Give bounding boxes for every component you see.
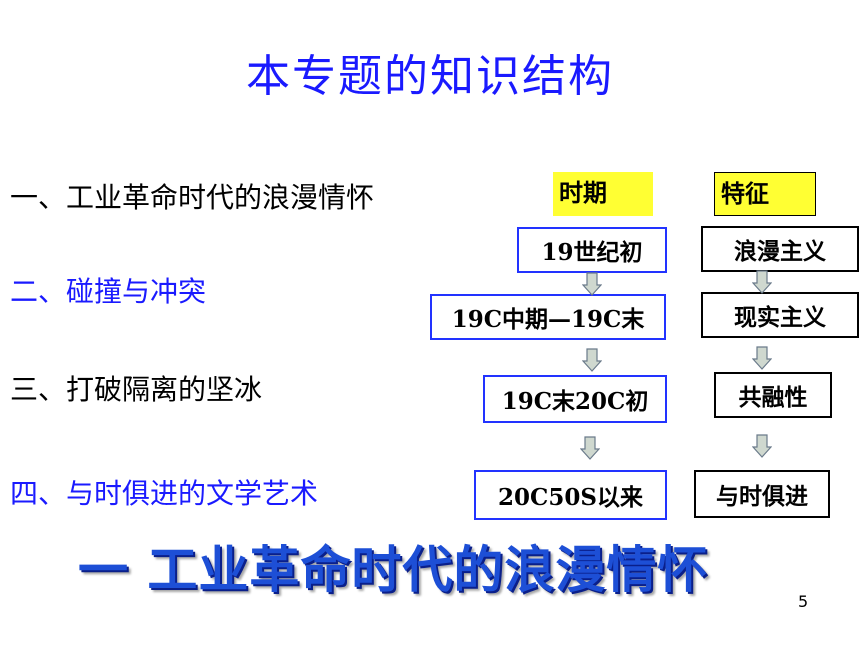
feature-header: 特征 [714, 172, 816, 216]
down-arrow-icon [580, 436, 600, 460]
period-box-2: 19C中期—19C末 [430, 294, 666, 340]
feature-box-4: 与时俱进 [694, 470, 830, 518]
section-title: 一 工业革命时代的浪漫情怀 [78, 541, 709, 599]
toc-item-1[interactable]: 一、工业革命时代的浪漫情怀 [10, 181, 375, 214]
period-header: 时期 [553, 172, 653, 216]
page-number: 5 [798, 592, 809, 611]
down-arrow-icon [752, 346, 772, 370]
toc-item-4[interactable]: 四、与时俱进的文学艺术 [10, 477, 319, 510]
page-title: 本专题的知识结构 [246, 51, 614, 102]
feature-box-2: 现实主义 [701, 292, 859, 338]
down-arrow-icon [582, 348, 602, 372]
period-box-3: 19C末20C初 [483, 375, 667, 423]
toc-item-3[interactable]: 三、打破隔离的坚冰 [10, 373, 263, 406]
down-arrow-icon [752, 434, 772, 458]
period-box-1: 19世纪初 [517, 227, 667, 273]
feature-box-3: 共融性 [714, 372, 832, 418]
toc-item-2[interactable]: 二、碰撞与冲突 [10, 275, 207, 308]
feature-box-1: 浪漫主义 [701, 226, 859, 272]
period-box-4: 20C50S以来 [474, 470, 667, 520]
down-arrow-icon [582, 272, 602, 296]
down-arrow-icon [752, 270, 772, 294]
